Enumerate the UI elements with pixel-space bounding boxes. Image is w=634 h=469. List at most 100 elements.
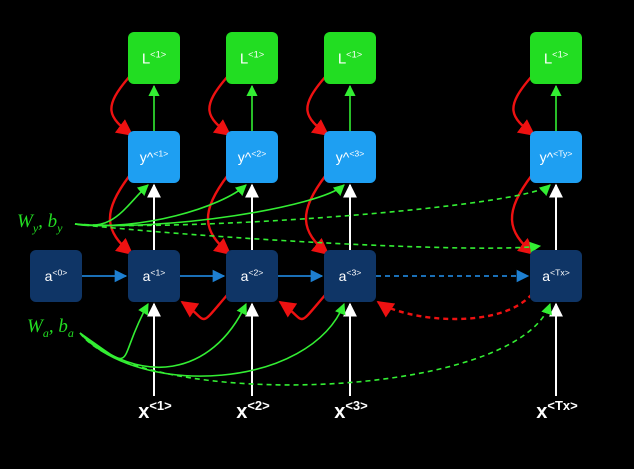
output-node-2-base: y^	[238, 149, 252, 165]
activation-node-3-label: a<3>	[339, 268, 362, 284]
activation-node-3-superscript: <3>	[346, 268, 361, 278]
backprop-activation-2-to-1	[180, 293, 229, 321]
activation-node-4: a<Tx>	[530, 250, 582, 302]
arrows-layer	[74, 75, 563, 396]
activation-bias-sub: a	[68, 326, 74, 340]
output-node-4-label: y^<Ty>	[540, 149, 573, 165]
activation-node-4-label: a<Tx>	[542, 268, 570, 284]
backprop-output-to-activation-3	[304, 174, 330, 256]
activation-weight-sub: a	[43, 326, 49, 340]
output-node-1-label: y^<1>	[140, 149, 169, 165]
loss-node-4-base: L	[544, 50, 552, 67]
activation-node-3: a<3>	[324, 250, 376, 302]
input-label-superscript: <2>	[247, 398, 270, 413]
activation-param-arrow-1	[79, 303, 149, 360]
activation-param-arrow-4	[79, 302, 552, 386]
loss-node-3-label: L<1>	[338, 50, 362, 68]
loss-node-2-box	[226, 32, 278, 84]
output-node-1-base: y^	[140, 149, 154, 165]
loss-node-3-box	[324, 32, 376, 84]
input-label-superscript: <1>	[149, 398, 172, 413]
activation-node-3-base: a	[339, 268, 347, 284]
activation-a0-label: a<0>	[45, 268, 68, 284]
activation-node-1-base: a	[143, 268, 151, 284]
output-node-4-box	[530, 131, 582, 183]
loss-node-3: L<1>	[324, 32, 376, 84]
output-node-1-superscript: <1>	[153, 149, 168, 159]
backprop-output-to-activation-4	[510, 174, 536, 256]
loss-node-4: L<1>	[530, 32, 582, 84]
backprop-loss-to-output-2	[208, 75, 232, 137]
activation-node-1-box	[128, 250, 180, 302]
backprop-output-to-activation-2	[206, 174, 232, 256]
activation-node-1: a<1>	[128, 250, 180, 302]
output-param-arrow-2	[74, 184, 247, 227]
output-node-2-label: y^<2>	[238, 149, 267, 165]
activation-node-1-label: a<1>	[143, 268, 166, 284]
output-node-2-box	[226, 131, 278, 183]
input-label-base: x	[236, 401, 247, 423]
loss-node-1-label: L<1>	[142, 50, 166, 68]
loss-node-2: L<1>	[226, 32, 278, 84]
input-label-4: x<Tx>	[536, 398, 578, 423]
output-node-2-superscript: <2>	[251, 149, 266, 159]
boxes-layer: a<0>L<1>y^<1>a<1>x<1>L<1>y^<2>a<2>x<2>L<…	[30, 32, 582, 423]
activation-param-arrow-3	[79, 302, 346, 377]
activation-node-4-box	[530, 250, 582, 302]
output-bias-symbol: b	[48, 211, 58, 232]
backprop-loss-to-output-3	[306, 75, 330, 137]
output-param-arrow-4	[74, 184, 551, 227]
backprop-loss-to-output-1	[110, 75, 134, 137]
output-bias-sub: y	[56, 221, 63, 235]
activation-node-2-superscript: <2>	[248, 268, 263, 278]
activation-node-3-box	[324, 250, 376, 302]
input-label-1: x<1>	[138, 398, 172, 423]
activation-a0: a<0>	[30, 250, 82, 302]
activation-params-label: Wa, ba	[27, 316, 74, 340]
input-label-base: x	[536, 401, 547, 423]
output-node-3-label: y^<3>	[336, 149, 365, 165]
output-node-1-box	[128, 131, 180, 183]
input-label-base: x	[138, 401, 149, 423]
backprop-activation-4-to-3	[376, 293, 533, 321]
loss-node-2-base: L	[240, 50, 248, 67]
activation-node-1-superscript: <1>	[150, 268, 165, 278]
activation-node-2-label: a<2>	[241, 268, 264, 284]
loss-node-1-box	[128, 32, 180, 84]
loss-node-3-superscript: <1>	[346, 50, 362, 60]
output-node-4-superscript: <Ty>	[553, 149, 572, 159]
backprop-output-to-activation-1	[108, 174, 134, 256]
loss-node-4-label: L<1>	[544, 50, 568, 68]
output-node-2: y^<2>	[226, 131, 278, 183]
backprop-loss-to-output-4	[512, 75, 536, 137]
activation-node-2: a<2>	[226, 250, 278, 302]
activation-node-4-base: a	[542, 268, 550, 284]
backprop-activation-3-to-2	[278, 293, 327, 321]
activation-bias-symbol: b	[58, 316, 68, 337]
activation-a0-superscript: <0>	[52, 268, 67, 278]
output-node-3-box	[324, 131, 376, 183]
loss-node-1-superscript: <1>	[150, 50, 166, 60]
activation-node-2-box	[226, 250, 278, 302]
loss-node-1-base: L	[142, 50, 150, 67]
output-node-4-base: y^	[540, 149, 554, 165]
activation-node-4-superscript: <Tx>	[550, 268, 570, 278]
output-node-1: y^<1>	[128, 131, 180, 183]
output-weight-symbol: W	[17, 211, 35, 232]
output-params-label: Wy, by	[17, 211, 63, 235]
loss-node-2-superscript: <1>	[248, 50, 264, 60]
input-label-superscript: <Tx>	[547, 398, 578, 413]
output-node-3-base: y^	[336, 149, 350, 165]
loss-node-2-label: L<1>	[240, 50, 264, 68]
activation-a0-base: a	[45, 268, 53, 284]
input-label-3: x<3>	[334, 398, 368, 423]
loss-node-3-base: L	[338, 50, 346, 67]
activation-node-2-base: a	[241, 268, 249, 284]
activation-param-arrow-2	[79, 302, 247, 369]
loss-node-4-box	[530, 32, 582, 84]
loss-node-1: L<1>	[128, 32, 180, 84]
input-label-superscript: <3>	[345, 398, 368, 413]
input-label-2: x<2>	[236, 398, 270, 423]
loss-node-4-superscript: <1>	[552, 50, 568, 60]
